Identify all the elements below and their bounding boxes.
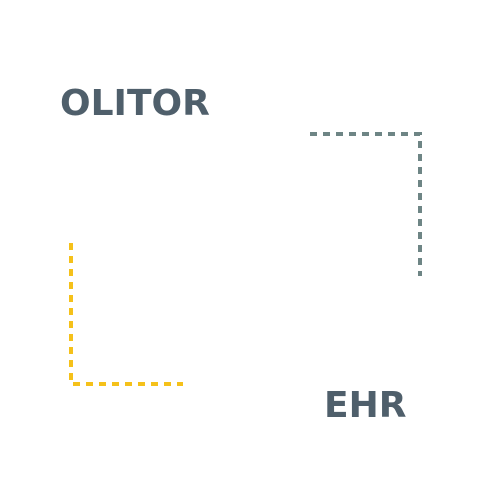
olitor-wordmark: OLITOR [60,83,210,124]
gray-corner-bracket [310,132,422,276]
yellow-corner-bracket [69,243,183,386]
ehr-wordmark: EHR [324,385,407,426]
